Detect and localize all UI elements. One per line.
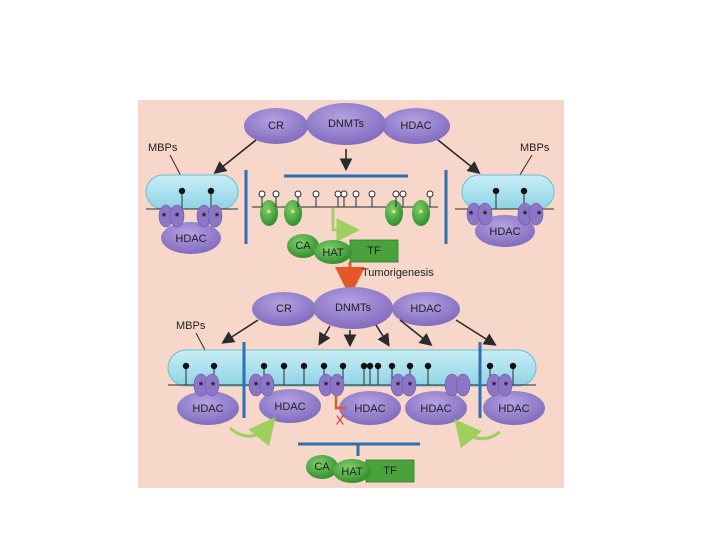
methyl-mark: * (266, 380, 271, 392)
bottom-coactivator-complex: TF CA HAT (306, 455, 415, 483)
top-promoter-dna: * * * * (252, 190, 438, 242)
methylated-cpg (178, 187, 186, 195)
histone (528, 202, 544, 226)
recycle-arrow-right (454, 419, 501, 449)
dnmts-label: DNMTs (328, 118, 365, 130)
nucleosome (260, 200, 278, 226)
cr-label: CR (276, 303, 292, 315)
methyl-mark: * (523, 209, 528, 221)
histone (207, 204, 223, 228)
histone (169, 204, 185, 228)
hat-label: HAT (322, 247, 343, 259)
nucleosome (412, 200, 430, 226)
methyl-mark: * (215, 211, 220, 223)
hdac-protein (161, 222, 221, 254)
tf-label: TF (383, 465, 397, 477)
cr-protein (252, 292, 316, 326)
mbp-capsule (145, 174, 239, 210)
hdac-protein (177, 391, 239, 425)
methylated-cpg-sites (182, 362, 517, 385)
mbps-label-bottom: MBPs (176, 320, 206, 332)
methyl-mark: * (469, 209, 474, 221)
methyl-mark: * (492, 380, 497, 392)
hdac-label: HDAC (400, 120, 431, 132)
hat-protein (333, 459, 371, 483)
tf-label: TF (367, 245, 381, 257)
acetyl-mark: * (392, 209, 396, 220)
acetyl-mark: * (267, 209, 271, 220)
hdac-protein (259, 389, 321, 423)
transcription-start-arrow (331, 208, 360, 242)
methyl-mark: * (202, 211, 207, 223)
methyl-mark: * (396, 380, 401, 392)
hdac-protein (405, 391, 467, 425)
methyl-mark: * (254, 380, 259, 392)
top-complex: CR HDAC DNMTs (244, 103, 450, 145)
methyl-mark: * (483, 209, 488, 221)
hdac-label: HDAC (192, 403, 223, 415)
acetyl-mark: * (419, 209, 423, 220)
top-coactivator-complex: TF CA HAT (287, 234, 399, 264)
top-right-mbp-cluster: HDAC * * * * (455, 174, 555, 247)
methylated-cpg (520, 187, 528, 195)
hdac-protein (392, 292, 460, 326)
hdac-label: HDAC (354, 403, 385, 415)
hdac-label: HDAC (175, 233, 206, 245)
bottom-complex: CR HDAC DNMTs (252, 287, 460, 329)
mbps-label-top-left: MBPs (148, 142, 178, 154)
tumorigenesis-label: Tumorigenesis (362, 267, 434, 279)
ca-label: CA (314, 461, 330, 473)
ca-label: CA (295, 240, 311, 252)
methyl-mark: * (336, 380, 341, 392)
methyl-mark: * (504, 380, 509, 392)
recycle-arrow-left (229, 417, 276, 447)
tumorigenesis-transition: Tumorigenesis (335, 262, 434, 297)
hdac-protein (382, 108, 450, 144)
methyl-mark: * (408, 380, 413, 392)
methylated-cpg (207, 187, 215, 195)
hdac-label: HDAC (489, 226, 520, 238)
histone (477, 202, 493, 226)
nucleosome (385, 200, 403, 226)
blocked-x-mark: X (336, 412, 345, 427)
hat-label: HAT (341, 466, 362, 478)
methyl-mark: * (162, 211, 167, 223)
hdac-protein (483, 391, 545, 425)
cr-label: CR (268, 120, 284, 132)
methyl-mark: * (324, 380, 329, 392)
bottom-hdac-row: HDAC HDAC HDAC HDAC HDAC (177, 389, 545, 425)
dnmts-protein (313, 287, 393, 329)
dnmts-label: DNMTs (335, 302, 372, 314)
hdac-label: HDAC (410, 303, 441, 315)
hdac-protein (475, 215, 535, 247)
hdac-protein (339, 391, 401, 425)
hdac-label: HDAC (420, 403, 451, 415)
bottom-histones: * * * * * * * * * * (193, 373, 513, 397)
inhibition-bar (298, 442, 420, 456)
hdac-label: HDAC (498, 403, 529, 415)
dnmts-protein (306, 103, 386, 145)
methylated-cpg (492, 187, 500, 195)
top-left-mbp-cluster: HDAC * * * * (145, 174, 239, 254)
methyl-mark: * (537, 209, 542, 221)
mbps-label-top-right: MBPs (520, 142, 550, 154)
hat-protein (314, 240, 352, 264)
top-arrows (213, 139, 481, 174)
ca-protein (306, 455, 338, 479)
methyl-mark: * (211, 380, 216, 392)
cr-protein (244, 108, 308, 144)
hdac-label: HDAC (274, 401, 305, 413)
acetyl-mark: * (291, 209, 295, 220)
blocked-transcription: X (334, 396, 346, 427)
unmethylated-cpg-sites (258, 190, 434, 207)
ca-protein (287, 234, 319, 258)
methyl-mark: * (199, 380, 204, 392)
bottom-arrows (221, 319, 497, 348)
methyl-mark: * (175, 211, 180, 223)
